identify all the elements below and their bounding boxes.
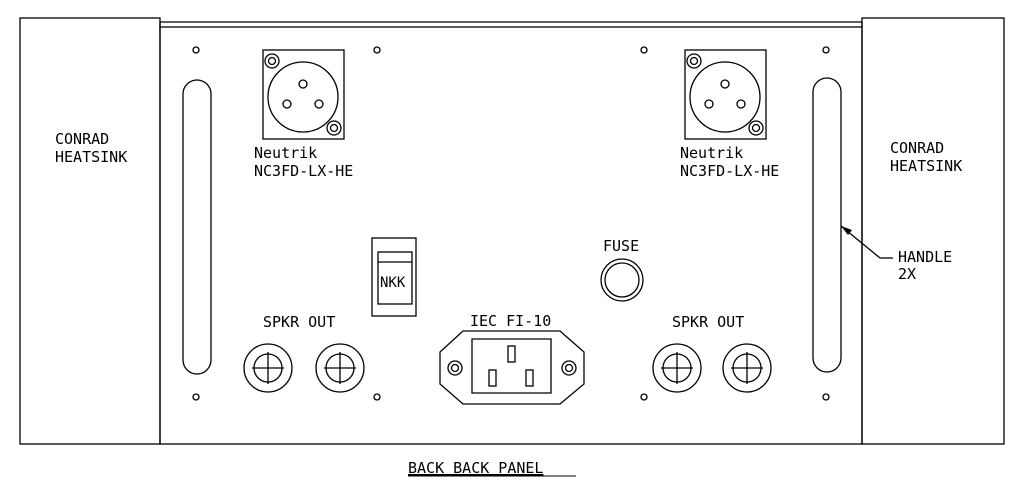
- handle-left: [182, 79, 212, 375]
- heatsink-right-label-2: HEATSINK: [890, 157, 962, 175]
- drawing-title: BACK BACK PANEL: [408, 459, 543, 477]
- heatsink-left: [19, 17, 161, 445]
- handle-label-2: 2X: [898, 265, 916, 283]
- handle-right: [812, 77, 842, 373]
- xlr-left-model: NC3FD-LX-HE: [254, 162, 353, 180]
- heatsink-left-label-2: HEATSINK: [55, 148, 127, 166]
- handle-label-1: HANDLE: [898, 248, 952, 266]
- xlr-connector-right: [684, 49, 767, 140]
- heatsink-left-label-1: CONRAD: [55, 130, 109, 148]
- spkr-left-label: SPKR OUT: [263, 313, 335, 331]
- handle-arrow-head: [841, 226, 852, 235]
- xlr-right-model: NC3FD-LX-HE: [680, 162, 779, 180]
- mounting-holes: [192, 46, 830, 401]
- panel-outline: [159, 26, 863, 445]
- heatsink-right: [861, 17, 1005, 445]
- iec-label: IEC FI-10: [470, 312, 551, 330]
- fuse-holder: [600, 258, 644, 302]
- heatsink-right-label-1: CONRAD: [890, 139, 944, 157]
- fuse-label: FUSE: [603, 237, 639, 255]
- iec-power-inlet: [439, 330, 585, 405]
- switch-label: NKK: [380, 275, 406, 291]
- xlr-connector-left: [262, 49, 345, 140]
- nkk-power-switch: [371, 237, 417, 317]
- speaker-out-right: [652, 343, 772, 393]
- xlr-left-brand: Neutrik: [254, 144, 317, 162]
- spkr-right-label: SPKR OUT: [672, 313, 744, 331]
- speaker-out-left: [243, 343, 365, 393]
- xlr-right-brand: Neutrik: [680, 144, 743, 162]
